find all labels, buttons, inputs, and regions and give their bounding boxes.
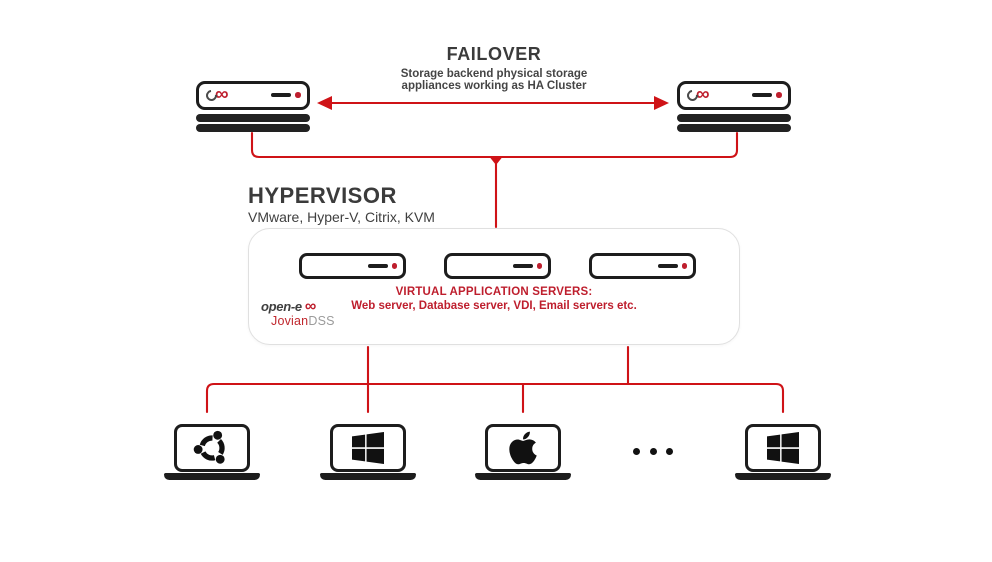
storage-appliance-right: ∞: [677, 81, 791, 132]
drive-slot-icon: [513, 264, 533, 268]
hypervisor-box: VIRTUAL APPLICATION SERVERS: Web server,…: [248, 228, 740, 345]
more-clients-ellipsis-icon: [633, 448, 673, 456]
open-e-brand-text: open-e: [261, 299, 302, 314]
virtual-app-servers-description: Web server, Database server, VDI, Email …: [351, 300, 637, 312]
windows-logo-icon: [767, 432, 799, 464]
drive-slot-icon: [271, 93, 291, 97]
storage-appliance-left: ∞: [196, 81, 310, 132]
windows-logo-icon: [352, 432, 384, 464]
laptop-screen: [330, 424, 406, 472]
virtual-app-servers-heading: VIRTUAL APPLICATION SERVERS:: [395, 286, 593, 298]
laptop-base: [320, 473, 416, 480]
virtual-server-icon: [299, 253, 406, 279]
client-laptop-windows: [320, 424, 416, 484]
infinity-icon: ∞: [215, 84, 229, 105]
ha-cluster-arrow: [317, 96, 669, 110]
status-led-icon: [776, 92, 782, 98]
virtual-server-icon: [444, 253, 551, 279]
drive-slot-icon: [368, 264, 388, 268]
failover-title: FAILOVER: [446, 44, 542, 64]
disk-shelf-icon: [196, 124, 310, 132]
appliance-chassis: ∞: [677, 81, 791, 110]
dot-icon: [649, 448, 657, 455]
failover-subtitle-line1: Storage backend physical storage: [400, 68, 588, 80]
hypervisor-title: HYPERVISOR: [248, 183, 397, 208]
failover-subtitle-line2: appliances working as HA Cluster: [401, 80, 587, 92]
laptop-screen: [485, 424, 561, 472]
client-laptop-apple: [475, 424, 571, 484]
status-led-icon: [391, 263, 397, 269]
laptop-base: [164, 473, 260, 480]
dss-text: DSS: [308, 314, 335, 328]
infinity-icon: ∞: [696, 84, 710, 105]
laptop-base: [475, 473, 571, 480]
dot-icon: [633, 448, 640, 455]
jovian-dss-logo: open-e ∞ JovianDSS: [261, 297, 371, 328]
laptop-screen: [174, 424, 250, 472]
dot-icon: [666, 448, 673, 455]
client-laptop-ubuntu: [164, 424, 260, 484]
client-laptop-windows-2: [735, 424, 831, 484]
laptop-base: [735, 473, 831, 480]
hypervisor-subtitle: VMware, Hyper-V, Citrix, KVM: [248, 209, 435, 225]
virtual-server-icon: [589, 253, 696, 279]
infinity-icon: ∞: [304, 297, 316, 315]
status-led-icon: [681, 263, 687, 269]
drive-slot-icon: [658, 264, 678, 268]
disk-shelf-icon: [196, 114, 310, 122]
laptop-screen: [745, 424, 821, 472]
status-led-icon: [295, 92, 301, 98]
joviandss-wordmark: JovianDSS: [271, 314, 371, 328]
bottom-bracket: [205, 345, 785, 414]
open-e-wordmark: open-e ∞: [261, 297, 371, 315]
status-led-icon: [536, 263, 542, 269]
drive-slot-icon: [752, 93, 772, 97]
failover-subtitle: Storage backend physical storage applian…: [294, 68, 694, 92]
ubuntu-logo-icon: [193, 430, 225, 464]
open-e-logo-icon: ∞: [684, 84, 710, 105]
appliance-chassis: ∞: [196, 81, 310, 110]
apple-logo-icon: [509, 431, 537, 465]
disk-shelf-icon: [677, 124, 791, 132]
jovian-text: Jovian: [271, 314, 309, 328]
open-e-logo-icon: ∞: [203, 84, 229, 105]
disk-shelf-icon: [677, 114, 791, 122]
